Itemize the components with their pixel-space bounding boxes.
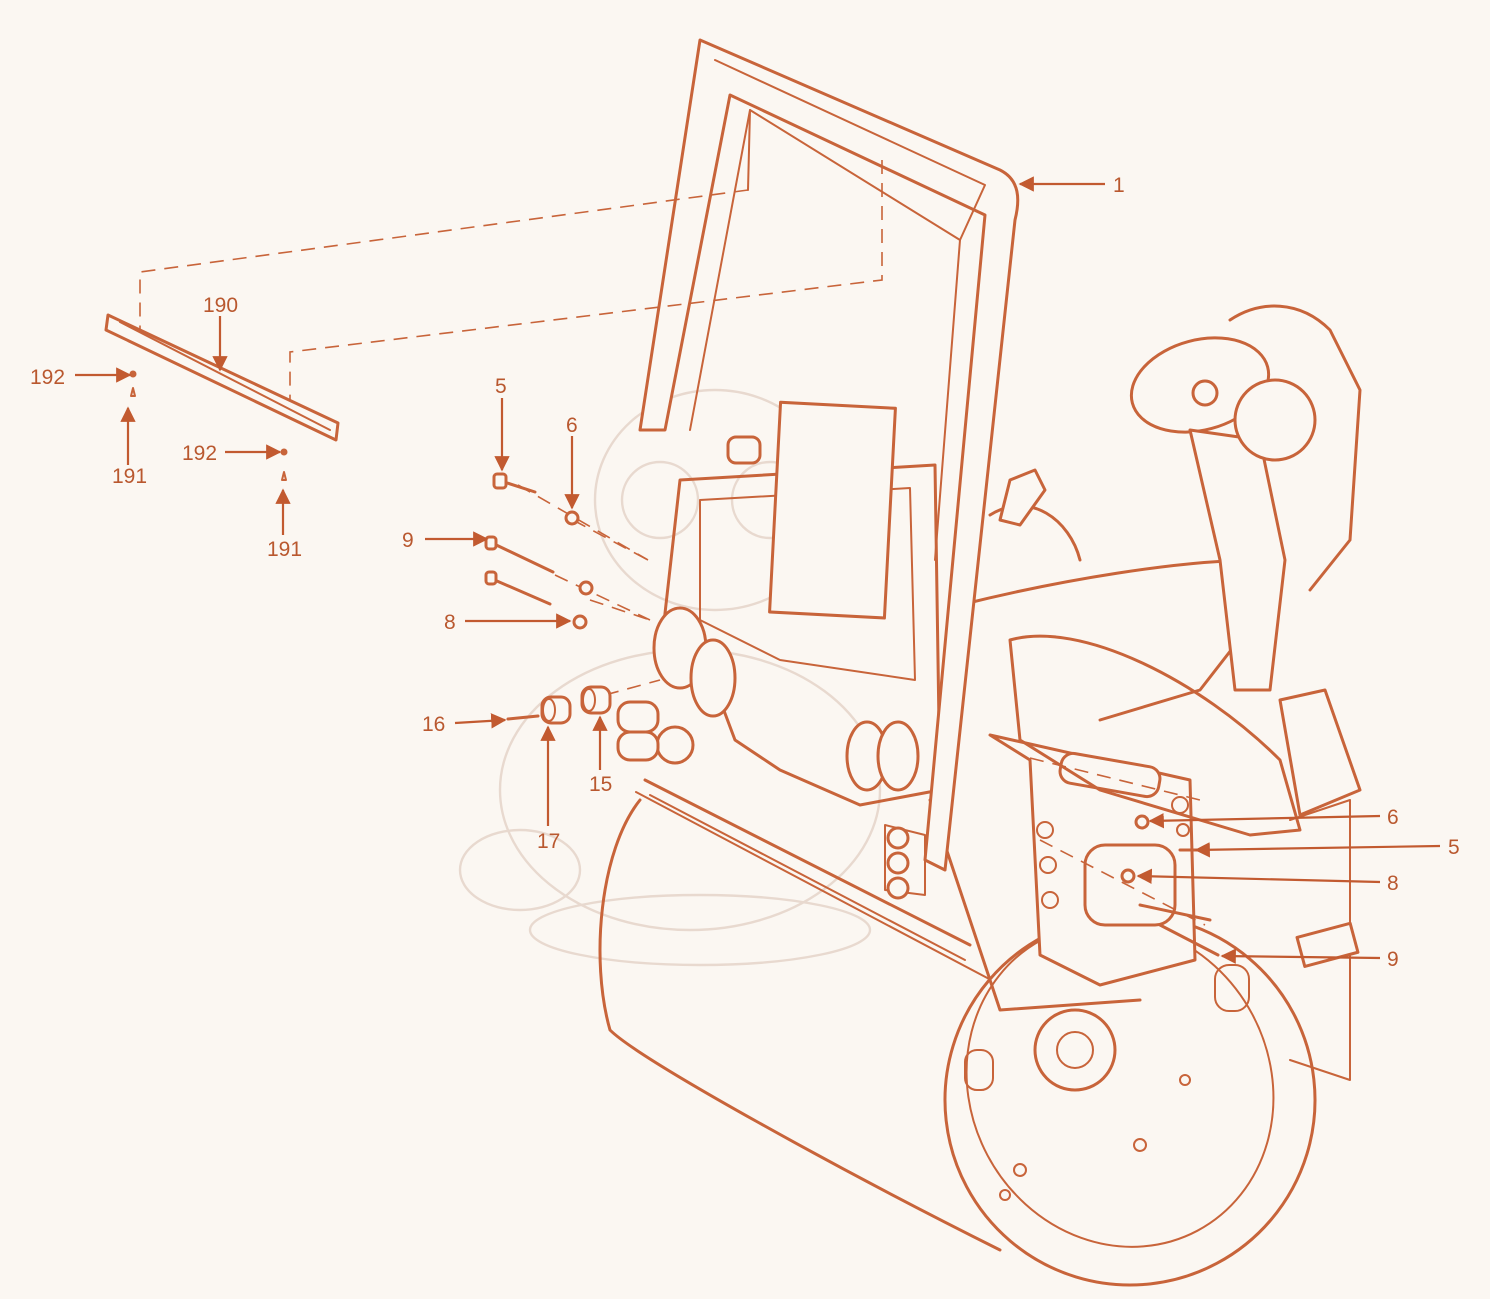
callout-191-right: 191	[267, 538, 302, 561]
callout-8-left: 8	[444, 611, 456, 634]
callout-191-left: 191	[112, 465, 147, 488]
callout-192-right: 192	[182, 442, 217, 465]
callout-8-right: 8	[1387, 872, 1399, 895]
callout-17: 17	[537, 830, 560, 853]
rops-frame	[638, 38, 1020, 872]
roller-drum	[598, 791, 1317, 1287]
rail-part-190	[104, 313, 340, 481]
leader-lines	[75, 176, 1441, 964]
callout-1: 1	[1113, 174, 1125, 197]
callout-9-left: 9	[402, 529, 414, 552]
hardware-left	[484, 472, 660, 762]
callout-192-left: 192	[30, 366, 65, 389]
seat-steering-assembly	[958, 304, 1362, 1081]
callout-15: 15	[589, 773, 612, 796]
machine-frame	[643, 400, 1197, 1012]
callout-16: 16	[422, 713, 445, 736]
callout-9-right: 9	[1387, 948, 1399, 971]
callout-6-left: 6	[566, 414, 578, 437]
callout-labels: 1 190 192 191 192 191 5 6 9 8 16 17 15 6…	[30, 174, 1460, 971]
explode-lines	[139, 160, 1206, 926]
callout-5-right: 5	[1448, 836, 1460, 859]
callout-5-left: 5	[495, 375, 507, 398]
callout-6-right: 6	[1387, 806, 1399, 829]
callout-190: 190	[203, 294, 238, 317]
